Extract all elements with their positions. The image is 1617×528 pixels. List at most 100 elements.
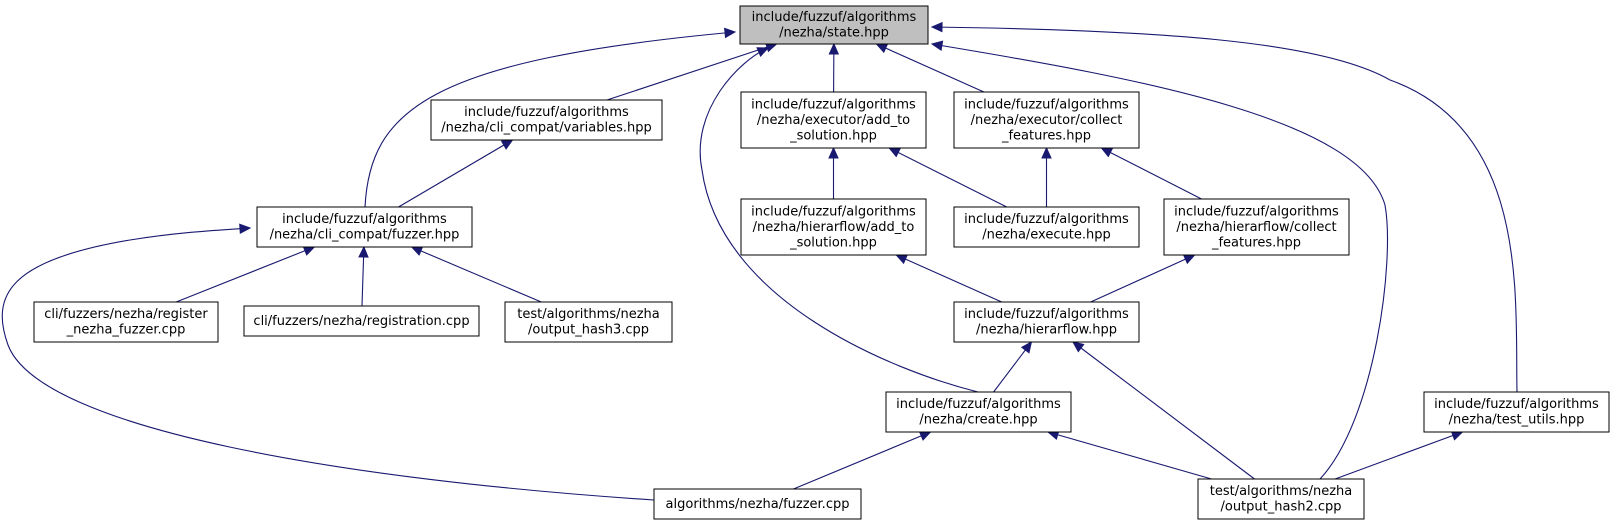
- edge-arrowhead: [1041, 146, 1052, 159]
- edge-arrowhead: [239, 223, 252, 235]
- edges-layer: [1, 21, 1518, 501]
- node-box: [653, 488, 862, 520]
- edge-hier_add-to-exec_add: [828, 146, 839, 199]
- edge-line: [896, 254, 1002, 303]
- edge-cli_fuzzer-to-variables: [398, 139, 514, 208]
- edge-create-to-state: [699, 47, 979, 393]
- node-exec-add[interactable]: include/fuzzuf/algorithms/nezha/executor…: [740, 91, 927, 149]
- edge-arrowhead: [1072, 341, 1085, 353]
- node-state[interactable]: include/fuzzuf/algorithms/nezha/state.hp…: [739, 5, 929, 45]
- node-label-line: include/fuzzuf/algorithms: [1174, 204, 1339, 219]
- node-box: [885, 391, 1072, 433]
- edge-arrowhead: [1100, 147, 1114, 158]
- edge-line: [931, 43, 1389, 480]
- edge-arrowhead: [358, 245, 369, 258]
- node-label-line: _solution.hpp: [789, 128, 877, 143]
- edge-cli_fuzzer-to-state: [364, 27, 737, 208]
- node-label-line: include/fuzzuf/algorithms: [1434, 397, 1599, 412]
- edge-execute-to-exec_collect: [1041, 146, 1052, 207]
- edge-line: [1047, 431, 1212, 480]
- edge-hierarflow-to-hier_collect: [1090, 254, 1196, 303]
- node-label-line: _solution.hpp: [789, 235, 877, 250]
- node-exec-collect[interactable]: include/fuzzuf/algorithms/nezha/executor…: [953, 91, 1140, 149]
- edge-line: [793, 431, 931, 490]
- node-test-utils[interactable]: include/fuzzuf/algorithms/nezha/test_uti…: [1423, 391, 1610, 433]
- edge-line: [364, 31, 736, 208]
- node-label-line: include/fuzzuf/algorithms: [964, 307, 1129, 322]
- edge-line: [398, 139, 513, 208]
- node-box: [243, 305, 480, 337]
- edge-hash3-to-cli_fuzzer: [410, 246, 542, 303]
- node-algo-fuzzer[interactable]: algorithms/nezha/fuzzer.cpp: [653, 488, 862, 520]
- node-box: [1197, 478, 1365, 520]
- edge-line: [1, 227, 655, 501]
- edge-line: [888, 147, 1007, 208]
- node-label-line: /nezha/executor/collect: [971, 113, 1123, 128]
- edge-line: [606, 43, 777, 101]
- edge-variables-to-state: [606, 42, 778, 101]
- edge-line: [1072, 341, 1255, 480]
- node-box: [1163, 198, 1350, 256]
- node-label-line: /output_hash3.cpp: [528, 323, 649, 338]
- edge-hash2-to-create: [1046, 429, 1212, 480]
- nodes-layer: include/fuzzuf/algorithms/nezha/state.hp…: [33, 5, 1610, 520]
- edge-test_utils-to-state: [930, 21, 1518, 393]
- edge-algo_fuzzer-to-cli_fuzzer: [1, 223, 655, 501]
- node-label-line: include/fuzzuf/algorithms: [751, 204, 916, 219]
- node-label-line: include/fuzzuf/algorithms: [964, 212, 1129, 227]
- edge-arrowhead: [875, 43, 889, 54]
- edge-line: [876, 43, 985, 93]
- node-variables[interactable]: include/fuzzuf/algorithms/nezha/cli_comp…: [430, 99, 663, 141]
- edge-hierarflow-to-hier_add: [895, 254, 1002, 303]
- node-label-line: test/algorithms/nezha: [1210, 484, 1353, 499]
- edge-hash2-to-state: [930, 40, 1389, 480]
- node-box: [953, 301, 1140, 343]
- edge-arrowhead: [828, 42, 840, 55]
- node-label-line: /nezha/hierarflow/collect: [1176, 220, 1336, 235]
- node-label-line: include/fuzzuf/algorithms: [464, 105, 629, 120]
- edge-arrowhead: [918, 431, 932, 441]
- node-box: [740, 198, 927, 256]
- node-registration[interactable]: cli/fuzzers/nezha/registration.cpp: [243, 305, 480, 337]
- edge-arrowhead: [888, 147, 901, 158]
- node-label-line: cli/fuzzers/nezha/registration.cpp: [253, 314, 469, 329]
- node-hierarflow[interactable]: include/fuzzuf/algorithms/nezha/hierarfl…: [953, 301, 1140, 343]
- node-create[interactable]: include/fuzzuf/algorithms/nezha/create.h…: [885, 391, 1072, 433]
- edge-hash2-to-test_utils: [1334, 430, 1464, 480]
- node-label-line: cli/fuzzers/nezha/register: [44, 307, 208, 322]
- node-box: [739, 5, 929, 45]
- edge-exec_add-to-state: [828, 42, 840, 93]
- node-label-line: /nezha/executor/add_to: [757, 113, 910, 128]
- node-box: [953, 91, 1140, 149]
- node-execute[interactable]: include/fuzzuf/algorithms/nezha/execute.…: [953, 206, 1140, 248]
- node-box: [430, 99, 663, 141]
- edge-execute-to-exec_add: [888, 147, 1007, 208]
- node-hash2[interactable]: test/algorithms/nezha/output_hash2.cpp: [1197, 478, 1365, 520]
- node-label-line: /nezha/state.hpp: [779, 26, 889, 41]
- edge-registration-to-cli_fuzzer: [358, 245, 369, 307]
- node-label-line: include/fuzzuf/algorithms: [751, 97, 916, 112]
- edge-line: [1101, 147, 1202, 200]
- node-label-line: _features.hpp: [1001, 128, 1091, 143]
- edge-hash2-to-hierarflow: [1072, 341, 1255, 480]
- node-label-line: /nezha/test_utils.hpp: [1449, 413, 1585, 428]
- edge-register-to-cli_fuzzer: [175, 245, 316, 303]
- node-label-line: /nezha/hierarflow.hpp: [976, 323, 1117, 338]
- node-register[interactable]: cli/fuzzers/nezha/register_nezha_fuzzer.…: [33, 301, 219, 343]
- edge-arrowhead: [756, 47, 770, 58]
- node-box: [33, 301, 219, 343]
- node-hier-add[interactable]: include/fuzzuf/algorithms/nezha/hierarfl…: [740, 198, 927, 256]
- edge-create-to-hierarflow: [993, 341, 1033, 393]
- node-label-line: /nezha/create.hpp: [919, 413, 1037, 428]
- edge-algo_fuzzer-to-create: [793, 431, 932, 490]
- node-hier-collect[interactable]: include/fuzzuf/algorithms/nezha/hierarfl…: [1163, 198, 1350, 256]
- edge-hier_collect-to-exec_collect: [1100, 147, 1202, 200]
- node-cli-fuzzer[interactable]: include/fuzzuf/algorithms/nezha/cli_comp…: [256, 206, 473, 248]
- node-hash3[interactable]: test/algorithms/nezha/output_hash3.cpp: [504, 301, 673, 343]
- edge-line: [175, 246, 315, 303]
- edge-arrowhead: [1020, 341, 1033, 354]
- edge-line: [1090, 254, 1195, 303]
- edge-line: [1334, 431, 1463, 480]
- edge-arrowhead: [930, 21, 943, 33]
